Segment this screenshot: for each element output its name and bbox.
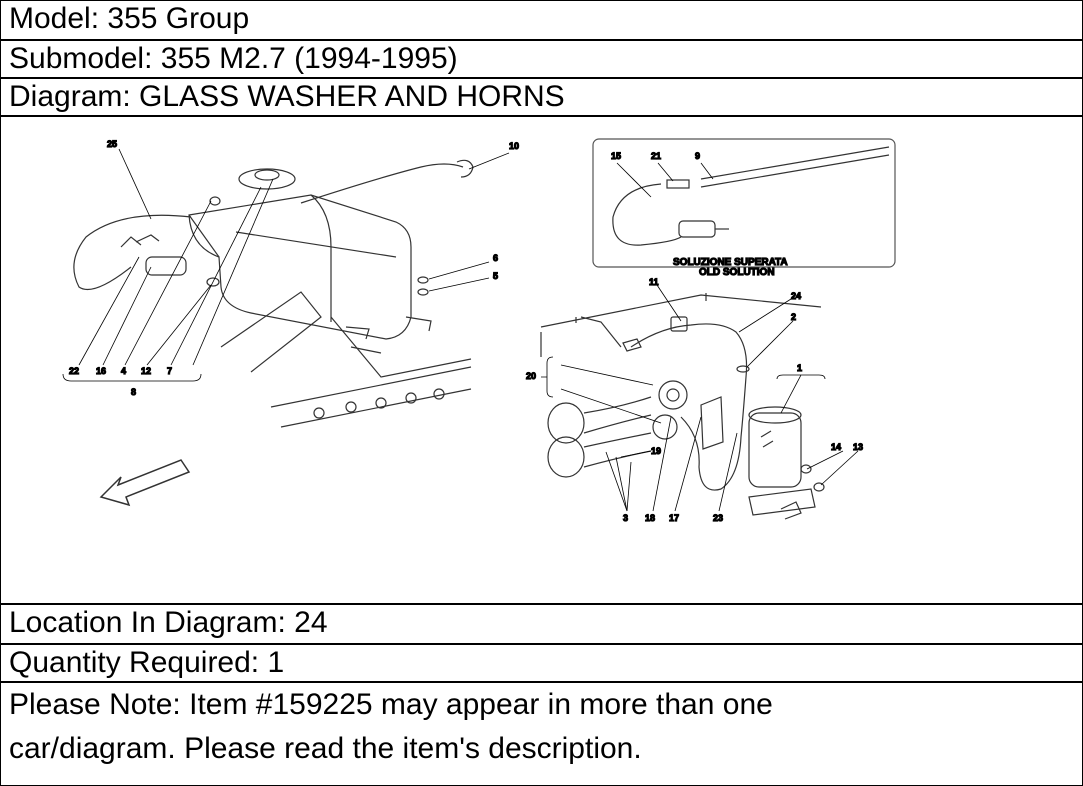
callout-4: 4: [121, 366, 126, 376]
callout-10: 10: [509, 141, 519, 151]
callout-13: 13: [853, 442, 863, 452]
note-line-1: Please Note: Item #159225 may appear in …: [9, 688, 773, 721]
callout-16: 16: [96, 366, 106, 376]
inset-caption-italian: SOLUZIONE SUPERATA: [673, 257, 788, 268]
callout-14: 14: [831, 442, 841, 452]
callout-5: 5: [493, 271, 498, 281]
callout-19: 19: [651, 446, 661, 456]
callout-17: 17: [669, 513, 679, 523]
callout-6: 6: [493, 253, 498, 263]
callout-18: 18: [645, 513, 655, 523]
callout-12: 12: [141, 366, 151, 376]
callout-22: 22: [69, 366, 79, 376]
horns-assembly-drawing: [540, 293, 825, 520]
callout-15: 15: [611, 151, 621, 161]
callout-25: 25: [107, 139, 117, 149]
callout-3: 3: [623, 513, 628, 523]
callout-11: 11: [649, 277, 659, 287]
model-line: Model: 355 Group: [1, 1, 1082, 41]
submodel-line: Submodel: 355 M2.7 (1994-1995): [1, 41, 1082, 79]
diagram-title: Diagram: GLASS WASHER AND HORNS: [1, 79, 1082, 117]
location-line: Location In Diagram: 24: [1, 605, 1082, 645]
callout-9: 9: [695, 151, 700, 161]
callout-24: 24: [791, 291, 801, 301]
callout-2: 2: [791, 312, 796, 322]
callout-23: 23: [713, 513, 723, 523]
item-note: Please Note: Item #159225 may appear in …: [1, 683, 1082, 783]
old-solution-inset: [592, 138, 896, 268]
washer-reservoir-drawing: [73, 159, 474, 428]
callout-21: 21: [651, 151, 661, 161]
callout-7: 7: [167, 366, 172, 376]
exploded-view-drawing: 25 10 6 5 22 16 4 12 7 8 15 21 9 SOLUZIO…: [62, 138, 896, 524]
callout-8: 8: [131, 387, 136, 397]
parts-diagram: 25 10 6 5 22 16 4 12 7 8 15 21 9 SOLUZIO…: [1, 117, 1082, 605]
quantity-line: Quantity Required: 1: [1, 645, 1082, 683]
callout-1: 1: [797, 363, 802, 373]
direction-arrow-icon: [99, 459, 191, 507]
inset-caption-english: OLD SOLUTION: [699, 267, 775, 278]
callout-20: 20: [526, 371, 536, 381]
note-line-2: car/diagram. Please read the item's desc…: [9, 732, 642, 765]
